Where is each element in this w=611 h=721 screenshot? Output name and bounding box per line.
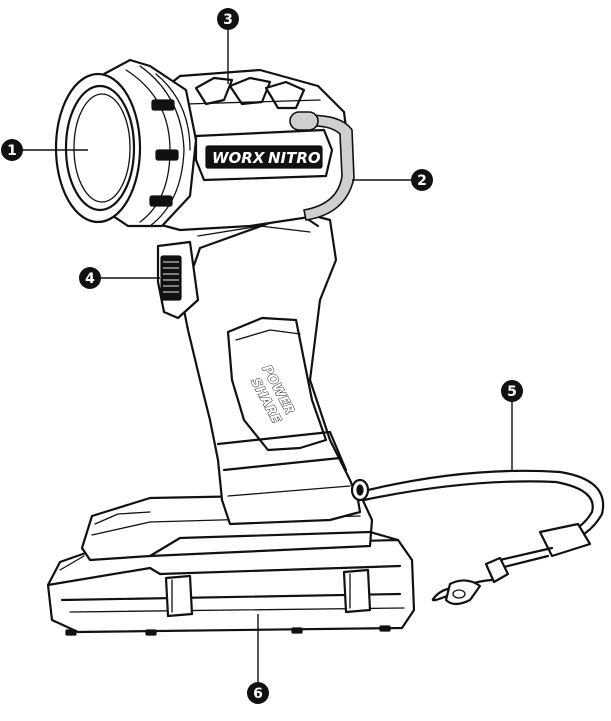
- callout-6: 6: [247, 614, 269, 704]
- wrist-lanyard: [362, 469, 605, 606]
- brand-name-right: NITRO: [268, 149, 321, 167]
- callout-1-label: 1: [7, 143, 17, 159]
- lamp-housing: WORX NITRO: [138, 68, 355, 320]
- callout-6-label: 6: [253, 686, 263, 702]
- callout-1: 1: [1, 139, 88, 161]
- brand-badge: [205, 145, 323, 169]
- callout-3: 3: [217, 8, 239, 84]
- callout-4-label: 4: [85, 271, 95, 287]
- callout-2-label: 2: [417, 173, 427, 189]
- callout-4: 4: [79, 267, 160, 289]
- callout-5-label: 5: [507, 384, 517, 400]
- callout-3-label: 3: [223, 12, 233, 28]
- callout-2: 2: [352, 169, 433, 191]
- brand-name-left: WORX: [212, 149, 266, 167]
- rear-light-ring: [294, 114, 355, 221]
- lens-head: [54, 58, 198, 228]
- callout-5: 5: [501, 380, 523, 470]
